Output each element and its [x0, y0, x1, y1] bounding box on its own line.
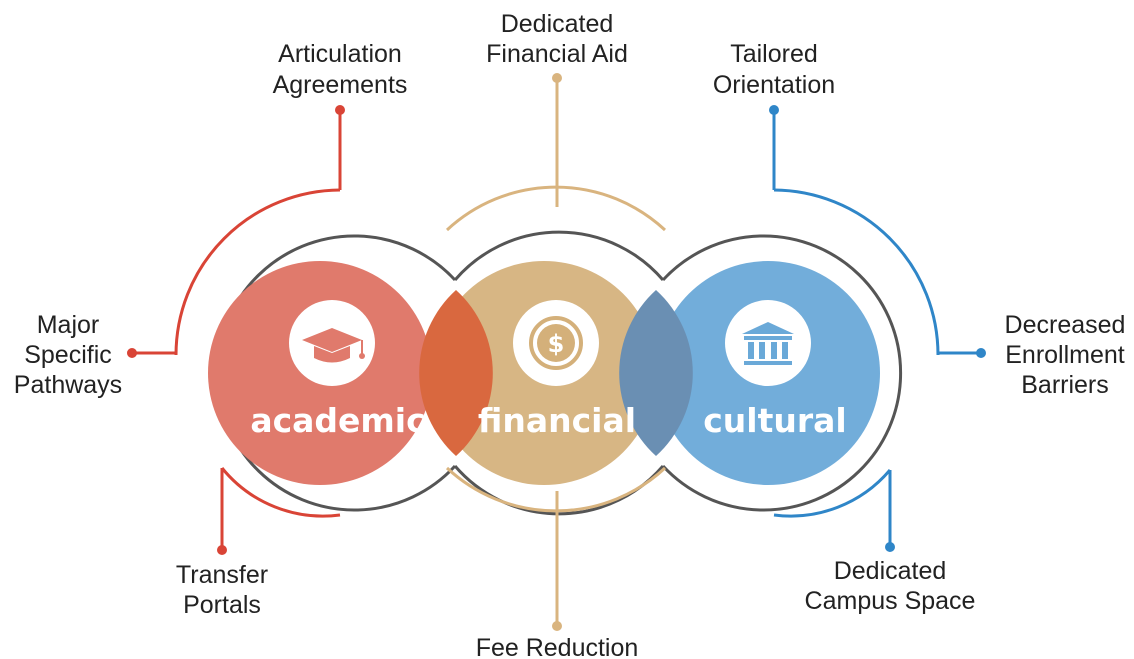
- campus-space-label-line2: Campus Space: [805, 587, 976, 615]
- barriers-label-line1: Decreased: [1005, 311, 1126, 339]
- major-label-line3: Pathways: [14, 371, 122, 399]
- major-label-line1: Major: [37, 311, 100, 339]
- transfer-label-line2: Portals: [183, 591, 261, 619]
- dot-major: [127, 348, 137, 358]
- orientation-label-line1: Tailored: [730, 40, 818, 68]
- connector-lines: [135, 80, 980, 624]
- dot-articulation: [335, 105, 345, 115]
- cultural-label: cultural: [703, 401, 847, 440]
- dot-fee-reduction: [552, 621, 562, 631]
- financial-aid-label-line1: Dedicated: [501, 10, 614, 38]
- barriers-label-line3: Barriers: [1021, 371, 1109, 399]
- svg-text:$: $: [548, 330, 565, 358]
- dot-campus-space: [885, 542, 895, 552]
- graduation-cap-icon: [289, 300, 375, 386]
- fee-reduction-label: Fee Reduction: [476, 634, 639, 659]
- financial-label: financial: [478, 401, 636, 440]
- orientation-label-line2: Orientation: [713, 71, 835, 99]
- campus-space-label-line1: Dedicated: [834, 557, 947, 585]
- overlap-financial-cultural: [619, 290, 693, 456]
- overlap-academic-financial: [419, 290, 493, 456]
- academic-top-arc: [174, 188, 341, 356]
- dot-orientation: [769, 105, 779, 115]
- financial-aid-label-line2: Financial Aid: [486, 40, 628, 68]
- academic-label: academic: [250, 401, 425, 440]
- dot-transfer: [217, 545, 227, 555]
- barriers-label-line2: Enrollment: [1005, 341, 1125, 369]
- cultural-top-arc: [773, 188, 940, 356]
- dollar-coin-icon: $: [513, 300, 599, 386]
- academic-bottom-arc: [220, 467, 341, 518]
- cultural-bottom-arc: [773, 469, 892, 518]
- transfer-label-line1: Transfer: [176, 561, 268, 589]
- dot-financial-aid: [552, 73, 562, 83]
- dot-barriers: [976, 348, 986, 358]
- major-label-line2: Specific: [24, 341, 112, 369]
- bank-building-icon: [725, 300, 811, 386]
- articulation-label-line2: Agreements: [273, 71, 408, 99]
- articulation-label-line1: Articulation: [278, 40, 402, 68]
